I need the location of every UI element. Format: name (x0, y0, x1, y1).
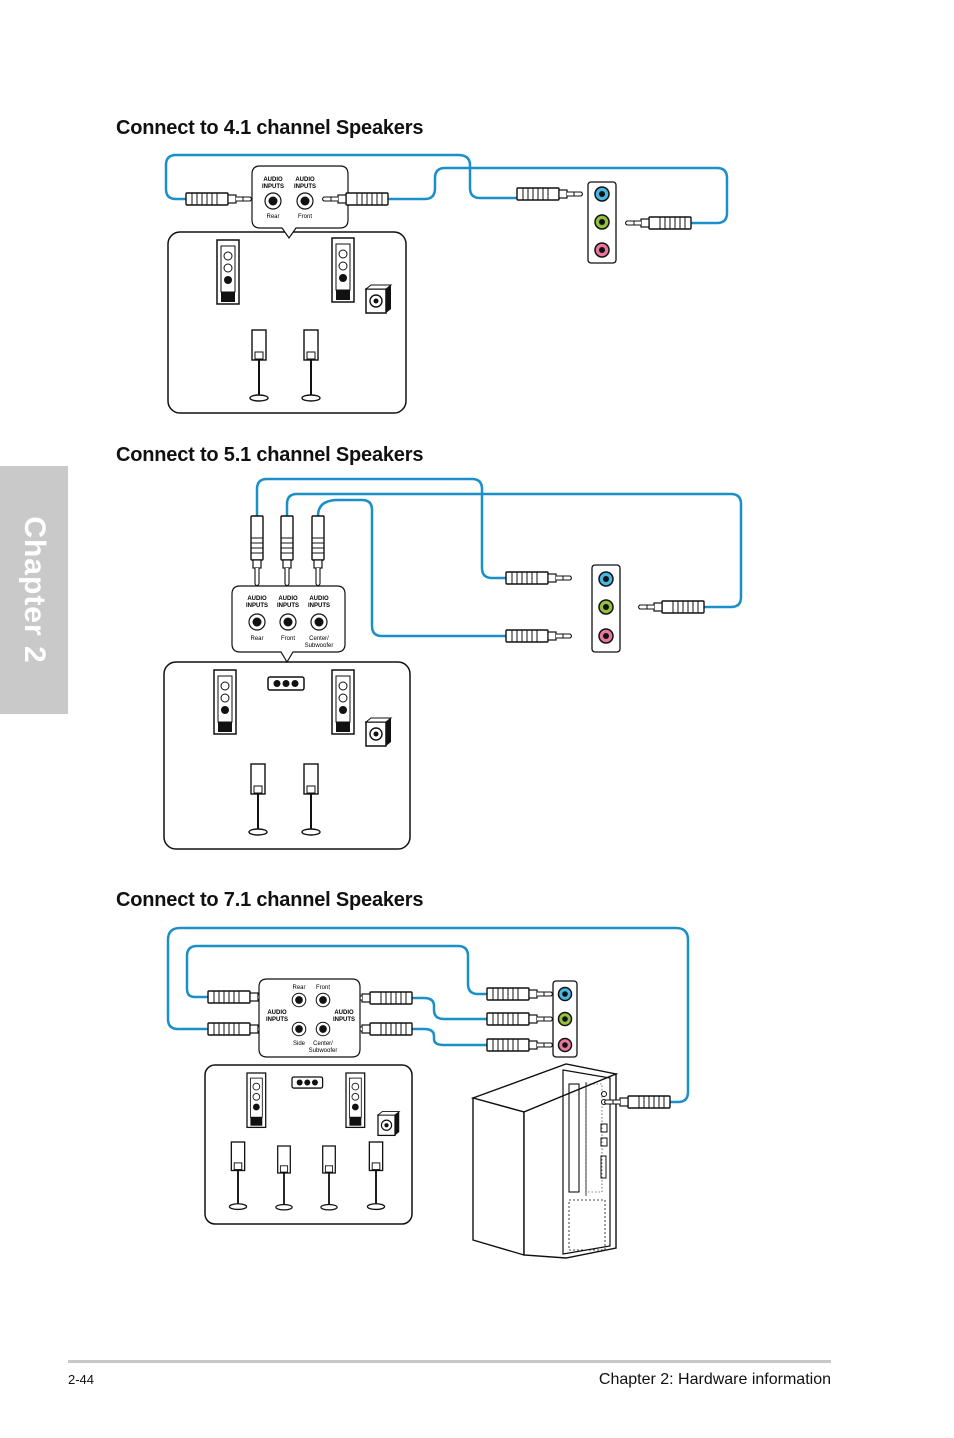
jack-label-rear: Rear (266, 214, 279, 220)
center-speaker-icon (291, 1076, 324, 1089)
audio-plug (624, 216, 692, 230)
cables (166, 926, 690, 1104)
front-speaker-right (331, 669, 355, 735)
jack-label-center-subwoofer: Center/Subwoofer (309, 1041, 338, 1054)
audio-plug (505, 629, 573, 643)
section-title-7-1: Connect to 7.1 channel Speakers (116, 889, 424, 911)
subwoofer-icon (365, 717, 392, 747)
section-title-5-1: Connect to 5.1 channel Speakers (116, 444, 424, 466)
jack-label-side: Side (293, 1041, 306, 1047)
section-title-4-1: Connect to 4.1 channel Speakers (116, 117, 424, 139)
audio-plug (486, 987, 554, 1001)
rear-input-jack (248, 613, 266, 631)
jack-label-rear: Rear (292, 985, 305, 991)
jack-label-front: Front (281, 636, 295, 642)
audio-plug (486, 1012, 554, 1026)
center-subwoofer-input-jack (315, 1021, 331, 1037)
footer-chapter-title: Chapter 2: Hardware information (598, 1371, 831, 1388)
side-input-jack (291, 1021, 307, 1037)
subwoofer-icon (377, 1110, 400, 1137)
front-speaker-left (216, 239, 240, 305)
pc-audio-ports (591, 564, 621, 653)
audio-plug (516, 187, 584, 201)
subwoofer-icon (365, 284, 392, 314)
audio-plug (486, 1038, 554, 1052)
cables (255, 477, 743, 638)
front-speaker-right (331, 237, 355, 303)
audio-plug (185, 192, 253, 206)
audio-plug (505, 571, 573, 585)
cables (164, 153, 729, 225)
pc-audio-ports (587, 181, 617, 264)
front-input-jack (315, 992, 331, 1008)
desktop-pc-icon (470, 1063, 619, 1259)
chapter-tab: Chapter 2 (0, 466, 68, 714)
rear-input-jack (264, 192, 282, 210)
rear-input-jack (291, 992, 307, 1008)
audio-plug (250, 515, 264, 587)
jack-label-front: Front (298, 214, 312, 220)
center-speaker-icon (267, 676, 305, 691)
jack-label-center-subwoofer: Center/Subwoofer (305, 636, 334, 649)
jack-label-rear: Rear (250, 636, 263, 642)
page-number: 2-44 (68, 1372, 95, 1387)
audio-plug (280, 515, 294, 587)
audio-plug (311, 515, 325, 587)
center-subwoofer-input-jack (310, 613, 328, 631)
audio-plug (637, 600, 705, 614)
speaker-box (167, 231, 407, 414)
front-input-jack (279, 613, 297, 631)
footer-divider (68, 1360, 831, 1363)
front-speaker-left (213, 669, 237, 735)
front-input-jack (296, 192, 314, 210)
pc-audio-ports (552, 980, 578, 1058)
front-speaker-right (345, 1072, 366, 1129)
front-speaker-left (246, 1072, 267, 1129)
jack-label-front: Front (316, 985, 330, 991)
